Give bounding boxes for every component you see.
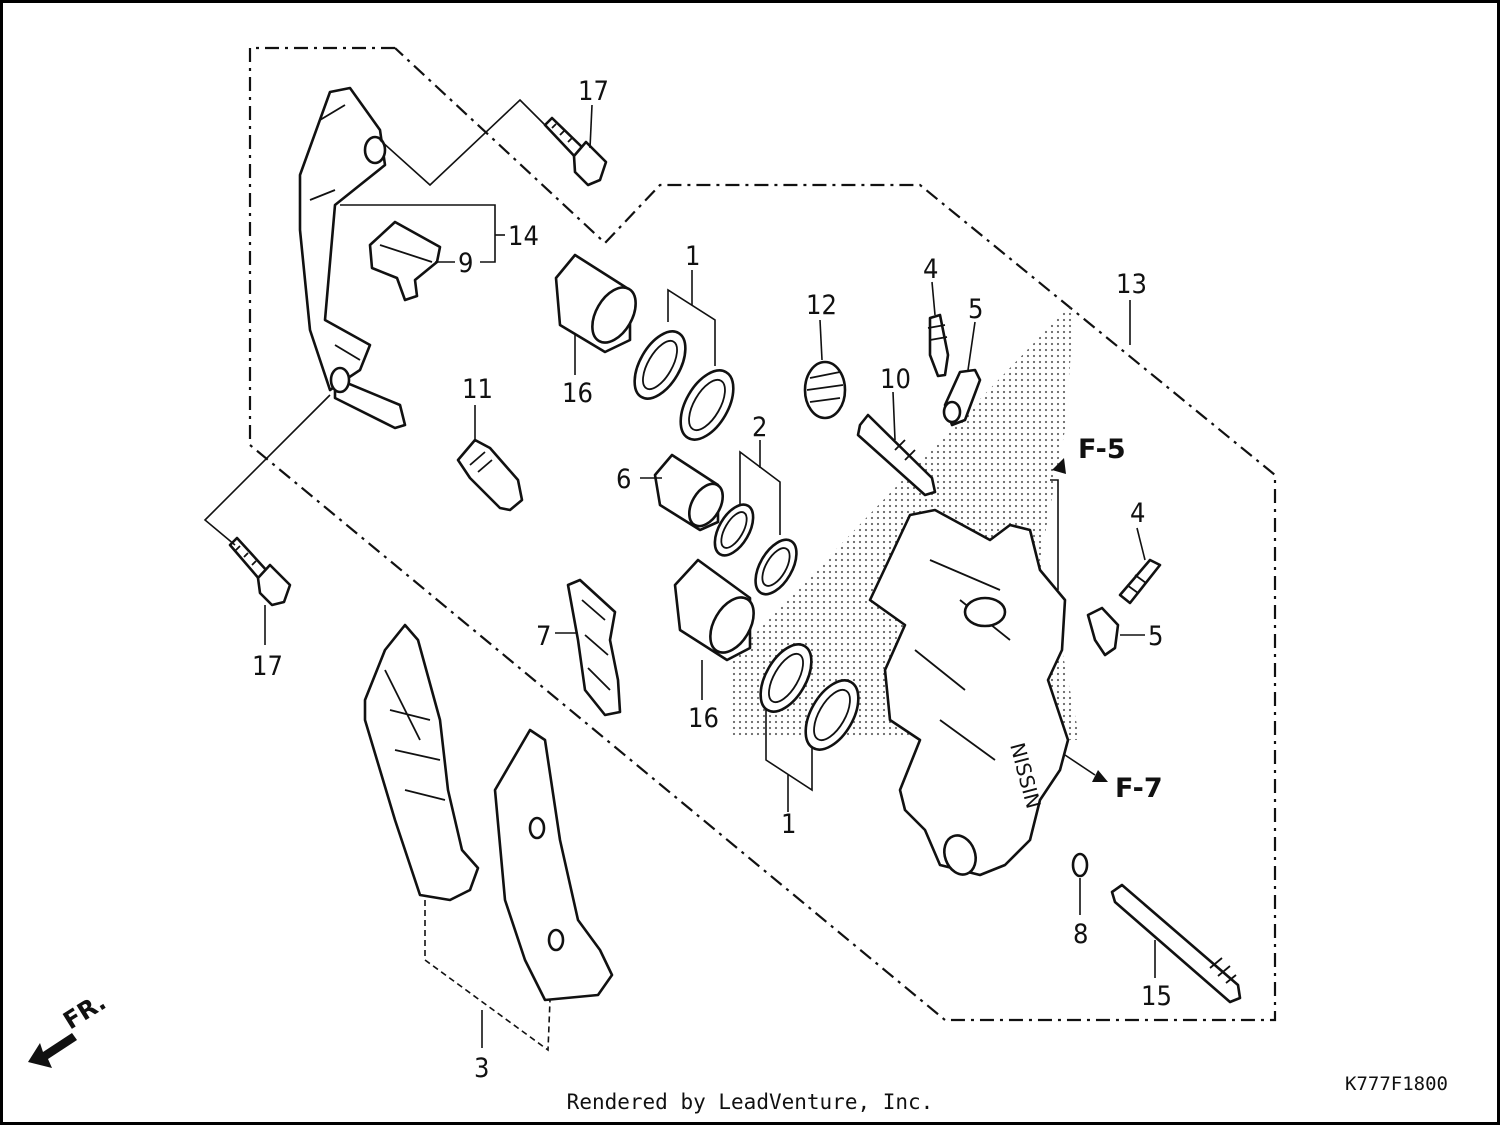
ref-f7: F-7 <box>1115 773 1163 804</box>
callout-17-bottom: 17 <box>252 651 283 682</box>
callout-16-lower: 16 <box>688 703 719 734</box>
piston-upper <box>554 253 637 354</box>
bleeder-screen <box>803 360 847 420</box>
piston-lower <box>673 558 755 662</box>
callout-6: 6 <box>616 464 631 495</box>
caliper-pin-bolt <box>1110 883 1242 1004</box>
leader-lines <box>203 98 1156 1052</box>
callout-17-top: 17 <box>578 76 609 107</box>
callout-9: 9 <box>458 248 473 279</box>
bleeder-screw-right <box>1118 558 1162 605</box>
pad-spring-clip <box>368 220 442 302</box>
seal-middle-pair <box>713 503 798 596</box>
callout-13: 13 <box>1116 269 1147 300</box>
callout-labels: 17 14 9 1 16 11 12 10 4 5 13 2 6 7 16 1 … <box>252 76 1172 1084</box>
callout-15: 15 <box>1141 981 1172 1012</box>
caliper-bracket <box>298 86 407 430</box>
sealing-washer <box>1071 852 1089 878</box>
callout-14: 14 <box>508 221 539 252</box>
callout-8: 8 <box>1073 919 1088 950</box>
mounting-bolt-bottom <box>228 536 292 607</box>
front-direction-arrow: FR. <box>28 988 111 1068</box>
callout-3: 3 <box>474 1053 489 1084</box>
callout-4-right: 4 <box>1130 498 1145 529</box>
bleeder-screw-top <box>927 313 950 378</box>
ref-f5: F-5 <box>1078 434 1126 465</box>
callout-12: 12 <box>806 290 837 321</box>
brake-pad-outer <box>363 623 480 902</box>
caliper-body: NISSIN <box>868 508 1070 877</box>
callout-16-upper: 16 <box>562 378 593 409</box>
callout-5-top: 5 <box>968 294 983 325</box>
bracket-boundary <box>248 46 1277 1022</box>
callout-4-top: 4 <box>923 254 938 285</box>
seal-upper-pair <box>633 330 735 441</box>
callout-1-lower: 1 <box>781 809 796 840</box>
callout-5-right: 5 <box>1148 621 1163 652</box>
drawing-code: K777F1800 <box>1345 1073 1448 1095</box>
callout-2: 2 <box>752 412 767 443</box>
mounting-bolt-top <box>543 116 608 187</box>
pad-spring <box>566 578 622 717</box>
seal-lower-pair <box>759 643 860 751</box>
callout-7: 7 <box>536 621 551 652</box>
bleeder-cap-top <box>942 368 982 427</box>
callout-1-upper: 1 <box>685 241 700 272</box>
piston-small <box>653 453 725 532</box>
brake-pad-inner <box>493 728 614 1002</box>
bleeder-cap-right <box>1086 606 1120 657</box>
callout-10: 10 <box>880 364 911 395</box>
front-label: FR. <box>58 988 111 1035</box>
pin-bolt <box>456 438 524 512</box>
callout-11: 11 <box>462 374 493 405</box>
credit-footer: Rendered by LeadVenture, Inc. <box>566 1090 934 1114</box>
caliper-pin <box>856 413 937 497</box>
